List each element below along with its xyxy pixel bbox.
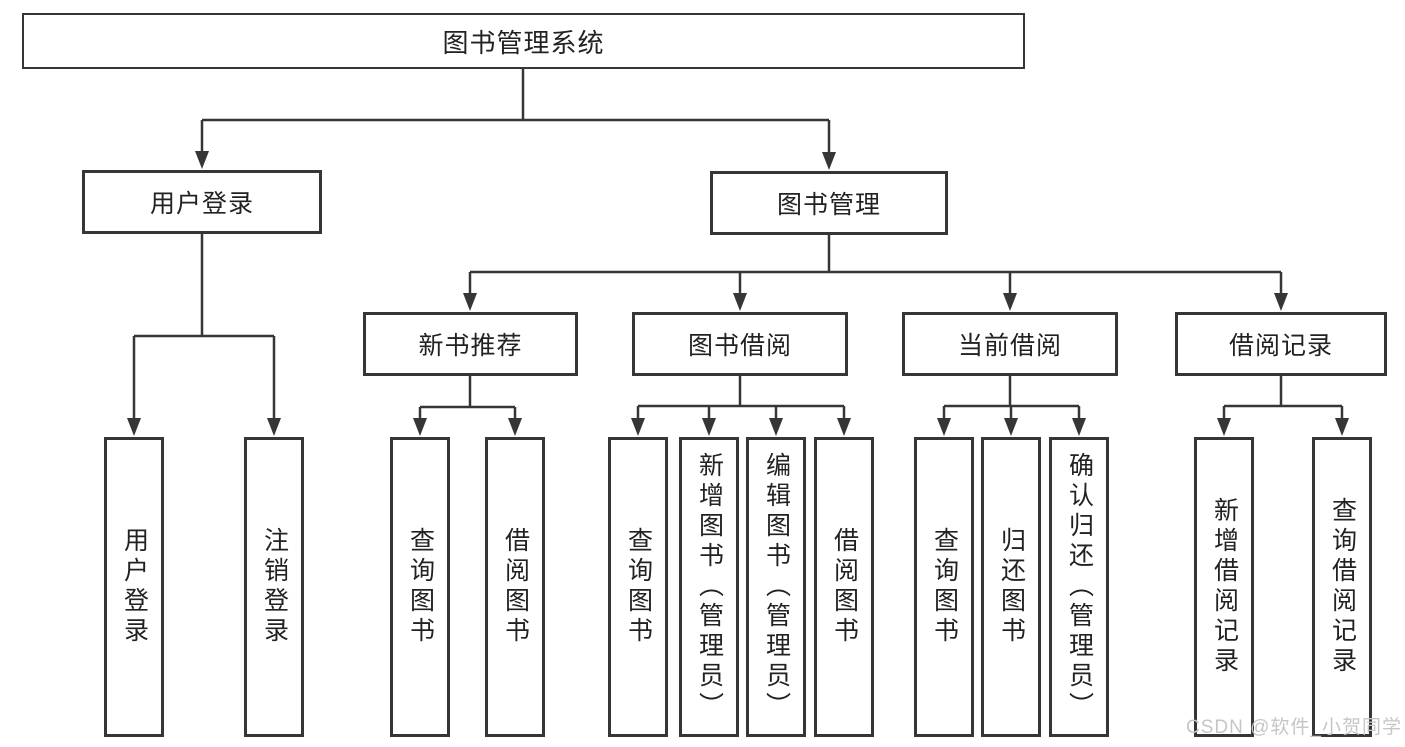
leaf-return-books: 归还图书	[981, 437, 1041, 737]
node-borrowing-records-label: 借阅记录	[1228, 332, 1333, 360]
node-current-borrowing: 当前借阅	[902, 312, 1118, 376]
node-book-management: 图书管理	[710, 171, 948, 235]
leaf-logout-label: 注销登录	[260, 527, 289, 647]
leaf-edit-book-admin: 编辑图书（管理员）	[746, 437, 806, 737]
connector-book-borrowing-to-leaves	[631, 376, 851, 436]
leaf-add-book-admin: 新增图书（管理员）	[679, 437, 739, 737]
leaf-add-book-admin-label: 新增图书（管理员）	[695, 452, 724, 722]
connector-new-book-recommendation-to-leaves	[413, 376, 522, 436]
node-borrowing-records: 借阅记录	[1175, 312, 1387, 376]
node-root-label: 图书管理系统	[442, 27, 605, 58]
leaf-query-books: 查询图书	[914, 437, 974, 737]
leaf-user-login: 用户登录	[104, 437, 164, 737]
node-book-borrowing-label: 图书借阅	[687, 332, 792, 360]
leaf-query-books: 查询图书	[608, 437, 668, 737]
node-book-borrowing: 图书借阅	[632, 312, 848, 376]
leaf-query-books: 查询图书	[390, 437, 450, 737]
node-user-login: 用户登录	[82, 170, 322, 234]
node-new-book-recommendation-label: 新书推荐	[418, 332, 523, 360]
node-new-book-recommendation: 新书推荐	[363, 312, 578, 376]
connector-borrowing-records-to-leaves	[1217, 376, 1349, 436]
leaf-return-books-label: 归还图书	[997, 527, 1026, 647]
leaf-borrow-books: 借阅图书	[814, 437, 874, 737]
leaf-query-books-label: 查询图书	[624, 527, 653, 647]
leaf-logout: 注销登录	[244, 437, 304, 737]
leaf-add-borrow-record: 新增借阅记录	[1194, 437, 1254, 737]
leaf-user-login-label: 用户登录	[120, 527, 149, 647]
connector-current-borrowing-to-leaves	[937, 376, 1086, 436]
connector-user-login-to-leaves	[127, 234, 281, 436]
leaf-confirm-return-admin-label: 确认归还（管理员）	[1065, 452, 1094, 722]
leaf-borrow-books: 借阅图书	[485, 437, 545, 737]
node-current-borrowing-label: 当前借阅	[957, 332, 1062, 360]
leaf-add-borrow-record-label: 新增借阅记录	[1210, 497, 1239, 677]
node-book-management-label: 图书管理	[776, 191, 881, 219]
connector-root-to-level2	[195, 69, 836, 170]
leaf-edit-book-admin-label: 编辑图书（管理员）	[762, 452, 791, 722]
leaf-query-borrow-record-label: 查询借阅记录	[1328, 497, 1357, 677]
leaf-query-books-label: 查询图书	[930, 527, 959, 647]
leaf-query-books-label: 查询图书	[406, 527, 435, 647]
watermark: CSDN @软件_小贺同学	[1186, 717, 1402, 738]
leaf-query-borrow-record: 查询借阅记录	[1312, 437, 1372, 737]
leaf-confirm-return-admin: 确认归还（管理员）	[1049, 437, 1109, 737]
connector-book-management-to-groups	[463, 235, 1288, 311]
leaf-borrow-books-label: 借阅图书	[830, 527, 859, 647]
node-user-login-label: 用户登录	[149, 190, 254, 218]
leaf-borrow-books-label: 借阅图书	[501, 527, 530, 647]
node-root: 图书管理系统	[22, 13, 1025, 69]
